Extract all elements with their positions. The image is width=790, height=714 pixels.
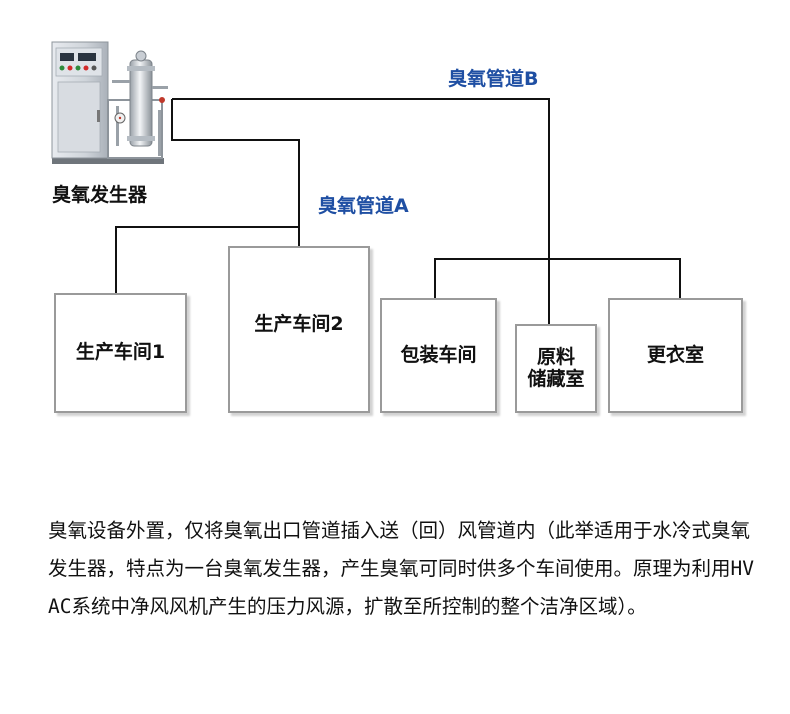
room-workshop-1-label: 生产车间1 [75,341,166,364]
pipe-b-line [172,98,550,326]
pipe-a-label: 臭氧管道A [318,195,409,217]
room-raw-material-storage: 原料 储藏室 [515,324,597,413]
room-workshop-2-label: 生产车间2 [254,313,344,335]
pipe-lines [115,98,681,326]
pipe-a-branch-workshop1 [115,226,299,293]
pipe-b-branch [434,258,681,298]
pipe-b-label: 臭氧管道B [448,68,539,90]
room-raw-material-storage-label: 原料 储藏室 [527,345,585,390]
ozone-generator-machine-icon [51,41,168,164]
room-workshop-1: 生产车间1 [54,293,187,413]
room-packaging-label: 包装车间 [400,343,477,366]
room-packaging: 包装车间 [380,298,497,413]
description-text: 臭氧设备外置，仅将臭氧出口管道插入送（回）风管道内（此举适用于水冷式臭氧发生器，… [48,518,754,618]
ozone-generator-label: 臭氧发生器 [52,184,148,206]
pipe-a-line [171,99,300,246]
room-workshop-2: 生产车间2 [228,246,370,413]
ozone-distribution-diagram: 臭氧发生器 臭氧管道B 臭氧管道A 生产车间1 生产车间2 包装车间 原料 储藏… [51,41,743,413]
room-locker: 更衣室 [608,298,743,413]
room-locker-label: 更衣室 [646,343,704,366]
